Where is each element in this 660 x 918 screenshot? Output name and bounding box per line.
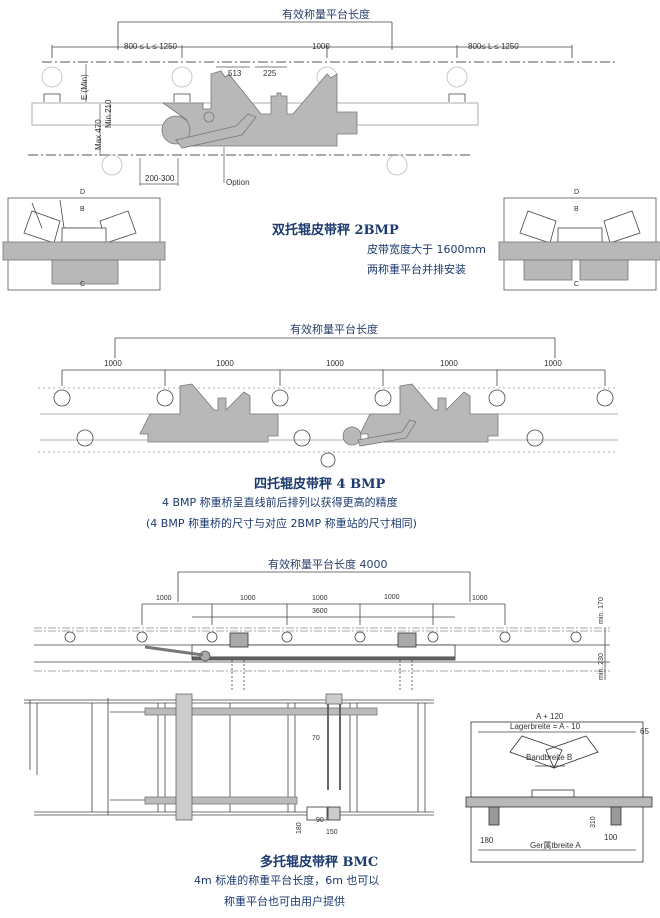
idler-roller — [171, 66, 193, 88]
idler-roller — [354, 631, 366, 643]
option-label: Option — [226, 178, 250, 187]
bmc-span-1: 1000 — [156, 595, 172, 602]
return-roller — [76, 429, 94, 447]
cross-section-left — [2, 197, 166, 291]
4bmp-span-1: 1000 — [104, 359, 122, 368]
dim-513: 513 — [228, 69, 242, 78]
dim-b-right: B — [574, 206, 579, 213]
idler-roller — [53, 389, 71, 407]
4bmp-side-view — [38, 337, 618, 468]
idler-bracket — [448, 93, 466, 102]
cross-section-right — [498, 197, 660, 291]
4bmp-span-3: 1000 — [326, 359, 344, 368]
option-arm — [175, 113, 257, 149]
idler-roller — [374, 389, 392, 407]
cs-dim-65: 65 — [640, 727, 649, 736]
4bmp-span-2: 1000 — [216, 359, 234, 368]
idler-roller — [136, 631, 148, 643]
bmc-inner-span: 3600 — [312, 608, 328, 615]
cs-dim-180: 180 — [480, 836, 494, 845]
idler-roller — [206, 631, 218, 643]
cross-member — [175, 693, 193, 821]
dim-e-min: E (Min) — [80, 74, 89, 100]
return-roller — [101, 154, 123, 176]
4bmp-note-1: 4 BMP 称重桥呈直线前后排列以获得更高的精度 — [162, 496, 398, 509]
idler-roller — [64, 631, 76, 643]
idler-roller — [446, 66, 468, 88]
test-weight-wheel — [342, 426, 362, 446]
idler-roller — [427, 631, 439, 643]
return-roller — [293, 429, 311, 447]
dim-d-left: D — [80, 189, 86, 196]
bmc-heading: 多托辊皮带秤 BMC — [260, 855, 379, 870]
idler-bracket — [43, 93, 61, 102]
cs-dim-310: 310 — [590, 816, 597, 828]
cs-a-plus-120: A + 120 — [536, 712, 564, 721]
cs-geraetbreite: Ger属tbreite A — [530, 841, 581, 850]
2bmp-span-title: 有效称量平台长度 — [282, 8, 370, 21]
bmc-min170: min. 170 — [598, 597, 605, 624]
dim-b-left: B — [80, 206, 85, 213]
bmc-cross-section — [465, 721, 653, 863]
idler-roller — [41, 66, 63, 88]
2bmp-note-2: 两称重平台并排安装 — [367, 263, 466, 276]
bmc-span-2: 1000 — [240, 595, 256, 602]
cs-bandbreite: Bandbreite B — [526, 753, 573, 762]
test-weight-wheel — [161, 115, 191, 145]
return-roller — [320, 452, 336, 468]
bmc-span-3: 1000 — [312, 595, 328, 602]
return-roller — [386, 154, 408, 176]
bmc-plan-view — [24, 693, 434, 821]
4bmp-heading: 四托辊皮带秤 4 BMP — [254, 477, 386, 492]
4bmp-span-5: 1000 — [544, 359, 562, 368]
idler-roller — [499, 631, 511, 643]
dim-d-right: D — [574, 189, 580, 196]
bmc-side-view — [34, 571, 610, 690]
bmc-dim-70: 70 — [312, 735, 320, 742]
idler-roller — [570, 631, 582, 643]
weigh-bridge-1 — [139, 383, 279, 443]
idler-roller — [281, 631, 293, 643]
dim-max470: Max 470 — [94, 119, 103, 150]
idler-roller — [271, 389, 289, 407]
2bmp-note-1: 皮带宽度大于 1600mm — [367, 243, 486, 256]
dim-center-span: 1000 — [312, 42, 330, 51]
4bmp-span-4: 1000 — [440, 359, 458, 368]
bmc-span-5: 1000 — [472, 595, 488, 602]
dim-225: 225 — [263, 69, 277, 78]
dim-left-span: 800 ≤ L ≤ 1250 — [124, 42, 177, 51]
bmc-min230: min. 230 — [598, 653, 605, 680]
idler-roller — [488, 389, 506, 407]
4bmp-note-2: (4 BMP 称重桥的尺寸与对应 2BMP 称重站的尺寸相同) — [146, 517, 417, 530]
bmc-span-4: 1000 — [384, 594, 400, 601]
bmc-note-2: 称重平台也可由用户提供 — [224, 895, 345, 908]
dim-c-left: C — [80, 281, 86, 288]
dim-min210: Min 210 — [104, 99, 113, 128]
dim-200-300: 200-300 — [145, 174, 175, 183]
bmc-dim-150: 150 — [326, 829, 338, 836]
bmc-span-title: 有效称量平台长度 4000 — [268, 558, 388, 571]
idler-roller — [596, 389, 614, 407]
idler-roller — [156, 389, 174, 407]
weigh-rail — [144, 707, 378, 716]
cs-lagerbreite: Lagerbreite = A - 10 — [510, 722, 581, 731]
4bmp-span-title: 有效称量平台长度 — [290, 323, 378, 336]
dim-right-span: 800≤ L ≤ 1250 — [468, 42, 519, 51]
2bmp-heading: 双托辊皮带秤 2BMP — [272, 223, 399, 238]
weighing-frame — [161, 70, 358, 149]
bmc-note-1: 4m 标准的称重平台长度，6m 也可以 — [194, 874, 380, 887]
dim-c-right: C — [574, 281, 580, 288]
idler-bracket — [173, 93, 191, 102]
weigh-rail — [144, 796, 298, 805]
bmc-dim-180v: 180 — [296, 822, 303, 834]
return-roller — [526, 429, 544, 447]
bmc-dim-90: 90 — [316, 817, 324, 824]
weigh-bridge-2 — [359, 383, 499, 443]
cs-dim-100: 100 — [604, 833, 618, 842]
